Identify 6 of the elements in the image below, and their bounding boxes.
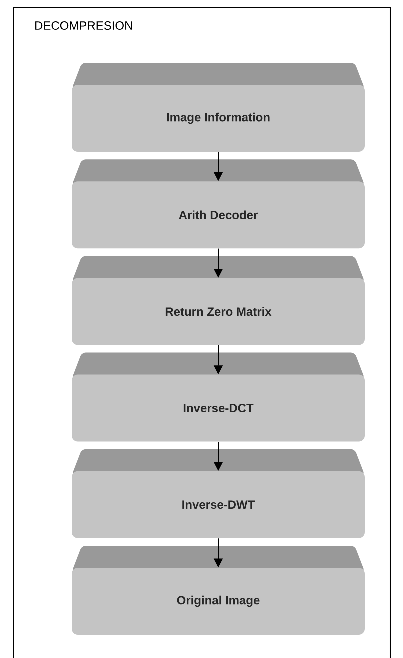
process-box: Inverse-DWT [72, 449, 365, 538]
process-box: Image Information [72, 63, 365, 152]
process-box: Return Zero Matrix [72, 256, 365, 346]
process-box: Inverse-DCT [72, 352, 365, 442]
process-box: Original Image [72, 546, 365, 635]
process-box: Arith Decoder [72, 160, 365, 249]
